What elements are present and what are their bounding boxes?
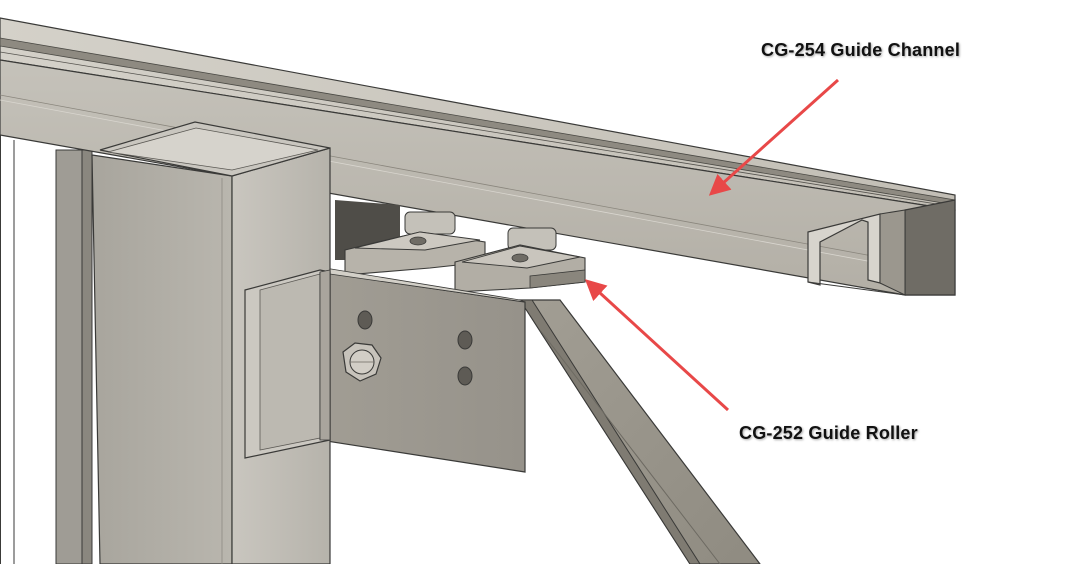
callout-arrows [584,78,840,412]
mounting-plate [319,267,526,473]
label-guide-roller: CG-252 Guide Roller [739,423,918,443]
arrow-guide-roller [584,279,730,412]
arrow-guide-channel [708,78,840,196]
guide-channel-beam [0,17,956,296]
diagonal-brace [518,299,761,564]
rear-post [0,135,93,564]
label-guide-channel: CG-254 Guide Channel [761,40,961,60]
angle-bracket [244,269,331,459]
